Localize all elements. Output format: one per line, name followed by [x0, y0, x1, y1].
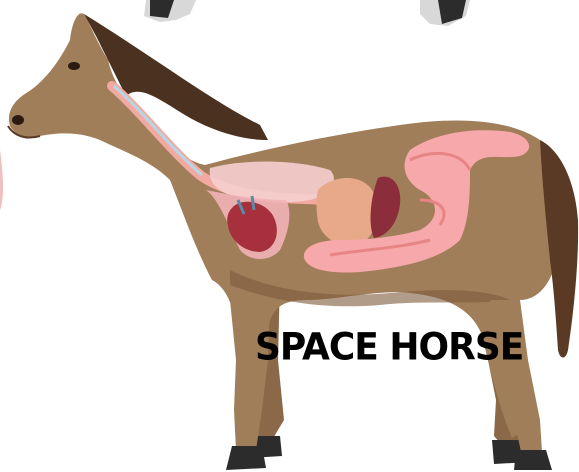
caption-text: SPACE HORSE [255, 325, 515, 371]
horse-eye [68, 62, 80, 70]
top-hoof-fragment-left [144, 0, 196, 22]
top-hoof-fragment-right [420, 0, 470, 26]
left-edge-fragment [0, 150, 3, 210]
horse-nostril [12, 115, 24, 125]
stomach [317, 178, 378, 246]
